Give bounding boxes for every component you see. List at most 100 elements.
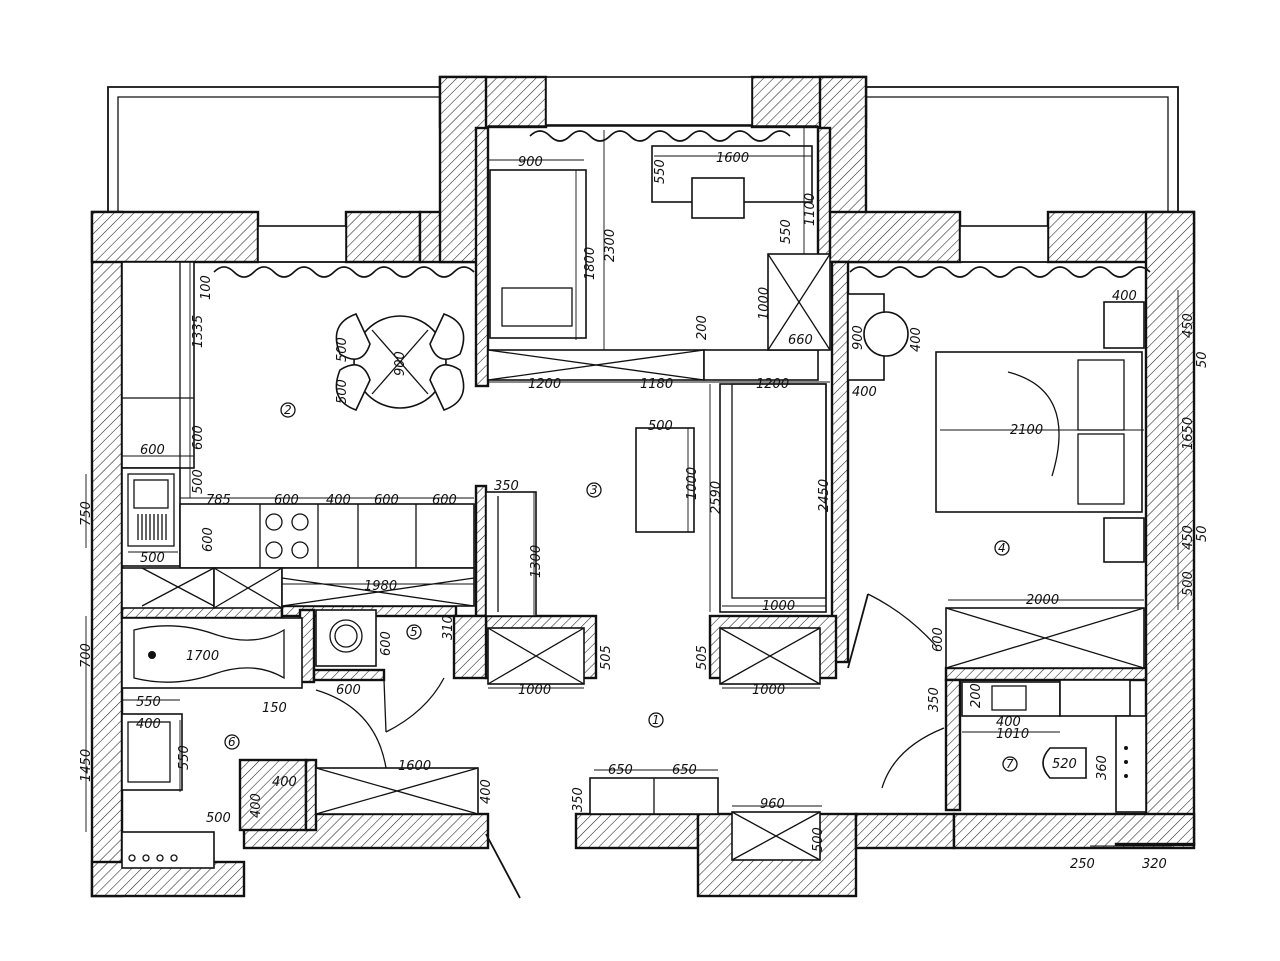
dim-2100: 2100 xyxy=(1010,423,1043,438)
dim-500-g: 500 xyxy=(1181,571,1196,596)
dim-600-a: 600 xyxy=(140,443,165,458)
shoe-cabinet xyxy=(589,777,719,815)
dim-505-b: 505 xyxy=(695,645,710,670)
dim-600-h: 600 xyxy=(931,627,946,652)
room-label-2: 2 xyxy=(284,403,292,417)
dim-960: 960 xyxy=(760,797,785,812)
dim-1450: 1450 xyxy=(79,749,94,782)
dim-350-c: 350 xyxy=(927,687,942,712)
dimension-labels: 900 1600 660 1200 1180 1200 600 785 600 … xyxy=(136,151,1167,872)
dim-50-b: 50 xyxy=(1195,525,1210,542)
dim-660: 660 xyxy=(788,333,813,348)
toilet-icon xyxy=(1042,747,1087,779)
dim-400-i: 400 xyxy=(996,715,1021,730)
nightstand-bottom xyxy=(1103,517,1145,563)
dim-1000-f: 1000 xyxy=(752,683,785,698)
tv-stand xyxy=(485,491,537,617)
room-label-7: 7 xyxy=(1006,757,1014,771)
dimension-labels-vertical: 1800 2300 550 1100 550 1000 200 100 1335… xyxy=(79,159,1210,852)
dim-600-g: 600 xyxy=(336,683,361,698)
washer-icon xyxy=(315,609,377,667)
dim-900-bed: 900 xyxy=(518,155,543,170)
dim-1000-e: 1000 xyxy=(518,683,551,698)
dim-2000: 2000 xyxy=(1026,593,1059,608)
nightstand-top xyxy=(1103,301,1145,349)
dim-200: 200 xyxy=(695,315,710,340)
windows xyxy=(257,76,1049,263)
nook-desk xyxy=(651,145,813,219)
dim-400-e: 400 xyxy=(479,779,494,804)
entry-closet xyxy=(731,811,821,861)
hall-closet-left xyxy=(487,627,585,685)
bath-sink xyxy=(121,713,183,791)
bathtub xyxy=(121,617,303,689)
wc-radiator xyxy=(1115,715,1147,813)
dim-500-e: 500 xyxy=(206,811,231,826)
dim-785: 785 xyxy=(206,493,231,508)
dim-250: 250 xyxy=(1070,857,1095,872)
dim-500-sink: 500 xyxy=(140,551,165,566)
dim-320: 320 xyxy=(1142,857,1167,872)
room-label-3: 3 xyxy=(590,483,598,497)
dim-1335: 1335 xyxy=(191,315,206,348)
dim-500-b: 500 xyxy=(335,379,350,404)
kitchen-counter xyxy=(121,261,475,609)
dim-2300: 2300 xyxy=(603,229,618,262)
dim-360: 360 xyxy=(1095,755,1110,780)
room-label-1: 1 xyxy=(652,713,660,727)
dim-500-a: 500 xyxy=(335,337,350,362)
dim-450-b: 450 xyxy=(1181,525,1196,550)
dim-350: 350 xyxy=(494,479,519,494)
dimension-lines xyxy=(85,128,1179,847)
dining-table xyxy=(335,313,465,411)
dim-500-v: 500 xyxy=(191,469,206,494)
dim-750: 750 xyxy=(79,501,94,526)
dim-1010: 1010 xyxy=(996,727,1029,742)
socket-dots xyxy=(128,854,178,862)
double-bed xyxy=(935,351,1143,513)
balcony-right xyxy=(866,86,1179,214)
dim-520: 520 xyxy=(1052,757,1077,772)
dim-550-b: 550 xyxy=(779,219,794,244)
dim-400-f: 400 xyxy=(852,385,877,400)
dim-600-e: 600 xyxy=(201,527,216,552)
room-label-5: 5 xyxy=(410,625,418,639)
armchair-round xyxy=(863,311,909,357)
dim-1000-v: 1000 xyxy=(757,287,772,320)
dim-550-a: 550 xyxy=(653,159,668,184)
dim-650-b: 650 xyxy=(672,763,697,778)
dim-400-d: 400 xyxy=(249,793,264,818)
dim-50-a: 50 xyxy=(1195,351,1210,368)
dim-400-h: 400 xyxy=(1112,289,1137,304)
nook-bed xyxy=(489,169,587,339)
doors xyxy=(315,593,945,899)
dim-1800: 1800 xyxy=(583,247,598,280)
dim-550-d: 550 xyxy=(177,745,192,770)
stove-icon xyxy=(265,513,309,559)
dim-1200-a: 1200 xyxy=(528,377,561,392)
dim-900-b: 900 xyxy=(393,351,408,376)
dim-600-b: 600 xyxy=(274,493,299,508)
dim-1700: 1700 xyxy=(186,649,219,664)
dim-2450: 2450 xyxy=(817,479,832,512)
dim-1180: 1180 xyxy=(640,377,673,392)
room-label-6: 6 xyxy=(228,735,236,749)
dim-100: 100 xyxy=(199,275,214,300)
dim-650-a: 650 xyxy=(608,763,633,778)
dim-1650: 1650 xyxy=(1181,417,1196,450)
dim-1200-b: 1200 xyxy=(756,377,789,392)
wc-sink xyxy=(961,681,1061,717)
dim-1600-b: 1600 xyxy=(398,759,431,774)
room-markers: 2 3 4 5 6 1 7 xyxy=(224,402,1018,772)
dim-2590: 2590 xyxy=(709,481,724,514)
dim-505-a: 505 xyxy=(599,645,614,670)
dim-600-f: 600 xyxy=(379,631,394,656)
dim-150: 150 xyxy=(262,701,287,716)
dim-500-table: 500 xyxy=(648,419,673,434)
dim-500-f: 500 xyxy=(811,827,826,852)
bedroom-wardrobe xyxy=(945,607,1145,669)
dim-1000-sofa: 1000 xyxy=(762,599,795,614)
dim-450-a: 450 xyxy=(1181,313,1196,338)
dim-400-b: 400 xyxy=(136,717,161,732)
